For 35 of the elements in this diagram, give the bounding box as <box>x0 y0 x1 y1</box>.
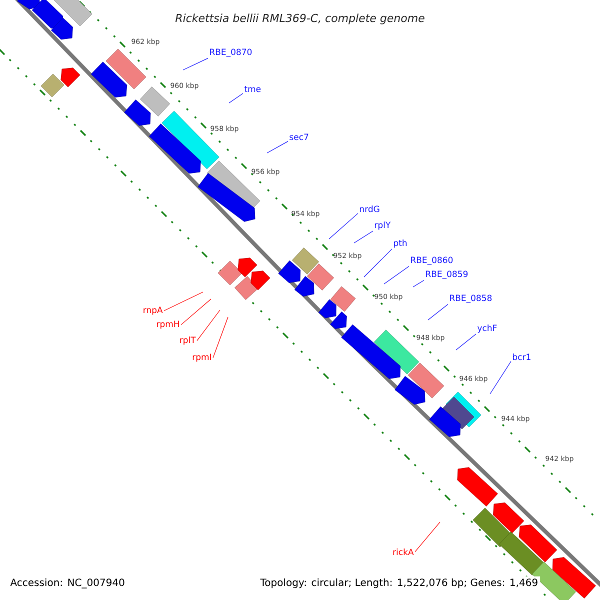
leader-line <box>182 58 208 70</box>
leader-line <box>414 522 440 552</box>
gene-label: RBE_0858 <box>450 294 492 303</box>
leader-line <box>328 213 358 240</box>
gene-label: ychF <box>477 324 497 333</box>
gene-label: rickA <box>393 548 414 556</box>
leader-line <box>412 280 424 288</box>
gene-label: sec7 <box>290 134 308 140</box>
gene-label: pth <box>394 240 407 248</box>
leader-line <box>428 304 448 320</box>
leader-line <box>228 93 244 104</box>
gene-label: bcr1 <box>512 354 530 360</box>
gene-label: rplT <box>180 336 196 345</box>
gene-label: rplY <box>374 222 391 230</box>
leader-line <box>490 361 512 394</box>
gene-label: nrdG <box>360 206 380 212</box>
gene-label: rpmH <box>157 320 179 329</box>
gene-label: RBE_0859 <box>426 270 468 280</box>
gene-label: rpmI <box>192 354 211 362</box>
leader-line <box>456 334 476 350</box>
gene-label: RBE_0870 <box>210 48 252 57</box>
gene-label: rnpA <box>144 306 163 315</box>
leader-line <box>266 141 288 154</box>
title: Rickettsia bellii RML369-C, complete genome <box>175 14 424 24</box>
leader-line <box>164 292 204 312</box>
leader-line <box>384 266 410 284</box>
leader-line <box>180 298 212 326</box>
leader-line <box>364 248 392 278</box>
info-text: Accession: NC_007940 <box>8 576 127 590</box>
gene-label: tme <box>244 86 261 92</box>
leader-line <box>354 230 374 244</box>
gene-label: RBE_0860 <box>411 256 453 265</box>
leader-line <box>212 316 228 358</box>
leader-line <box>196 310 220 341</box>
info-text: Topology: circular; Length: 1,522,076 bp; Genes: 1,469 <box>258 576 540 590</box>
